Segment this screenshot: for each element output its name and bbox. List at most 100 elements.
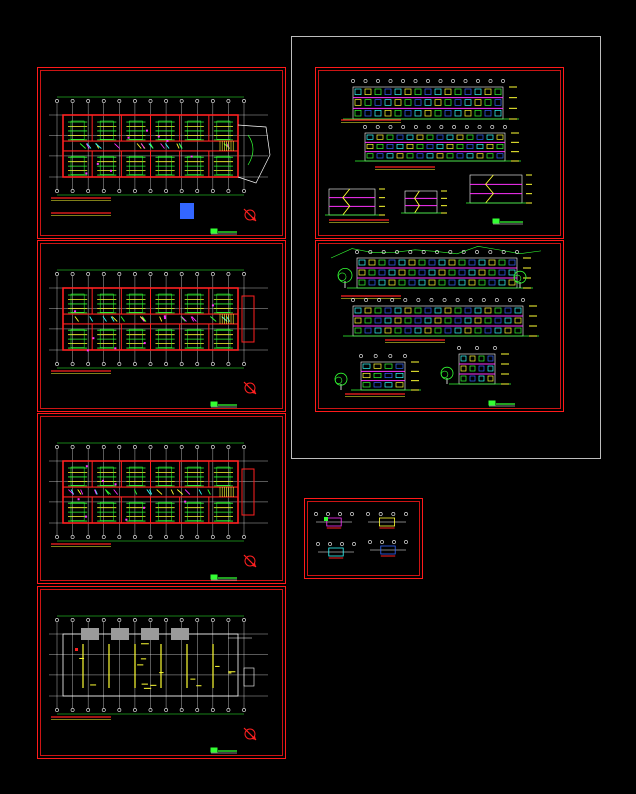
equipment-marker — [114, 347, 117, 350]
window — [488, 279, 496, 286]
grid-bubble — [408, 250, 413, 254]
window — [438, 259, 446, 266]
window — [364, 307, 372, 314]
grid-bubble — [179, 189, 184, 193]
grid-bubble — [521, 298, 525, 302]
corridor-annotation — [184, 489, 191, 495]
furniture-block — [70, 501, 85, 521]
window — [384, 99, 392, 106]
corridor-annotation — [77, 489, 82, 495]
window — [434, 327, 442, 334]
roof-annex-box — [243, 667, 255, 687]
sheet-outer-border — [37, 586, 286, 759]
furniture-block — [216, 501, 231, 521]
grid-bubble — [117, 445, 122, 449]
window — [394, 327, 402, 334]
window — [378, 279, 386, 286]
grid-bubbles — [55, 618, 246, 622]
window — [384, 88, 392, 96]
sheet-border-plan-2 — [37, 240, 286, 412]
grid-bubble — [148, 272, 153, 276]
window — [464, 109, 472, 117]
grid-bubble — [117, 99, 122, 103]
corridor-annotation — [146, 489, 151, 495]
north-arrow-icon — [243, 727, 257, 741]
grid-bubble — [179, 708, 184, 712]
corridor-annotation — [198, 489, 202, 495]
window — [354, 317, 362, 324]
background-hills — [330, 246, 542, 259]
north-arrow-icon — [243, 381, 257, 395]
sheet-inner-border — [307, 501, 420, 576]
window — [496, 153, 504, 159]
window — [504, 307, 512, 314]
window — [364, 317, 372, 324]
grid-bubble — [148, 189, 153, 193]
grid-bubble — [515, 250, 519, 254]
window — [386, 143, 394, 150]
rear-elevation — [355, 125, 521, 162]
grid-bubbles — [351, 298, 525, 302]
grid-bubble — [508, 298, 512, 302]
equipment-marker — [142, 506, 145, 509]
grid-bubbles — [55, 189, 246, 193]
grid-bubbles — [366, 512, 408, 516]
furniture-block — [129, 120, 143, 140]
grid-bubble — [226, 189, 231, 193]
window — [478, 375, 485, 382]
grid-bubble — [455, 298, 460, 302]
roof-mark-red — [75, 648, 78, 651]
roof-block — [141, 628, 159, 640]
grid-bubble — [376, 79, 380, 83]
window — [476, 143, 484, 150]
window — [424, 109, 432, 117]
plan-title-label — [51, 197, 111, 201]
title-block-icon — [210, 574, 237, 581]
grid-bubble — [164, 189, 168, 193]
window — [494, 88, 502, 96]
grid-bubble — [242, 272, 246, 276]
window — [386, 153, 394, 159]
grid-bubble — [242, 618, 246, 622]
window — [454, 327, 462, 334]
grid-bubble — [364, 298, 368, 302]
grid-bubble — [421, 250, 426, 254]
corridor-annotation — [149, 143, 154, 149]
window — [484, 88, 492, 96]
window — [486, 153, 494, 159]
furniture-block — [158, 120, 172, 140]
window — [428, 279, 436, 286]
grid-bubble — [195, 272, 200, 276]
grid-bubble — [476, 79, 480, 83]
window — [478, 259, 486, 266]
grid-bubble — [195, 708, 200, 712]
grid-bubbles — [55, 362, 246, 366]
window — [404, 88, 412, 96]
grid-bubbles — [355, 250, 519, 254]
window — [364, 88, 372, 96]
window — [496, 134, 504, 140]
corridor-annotation — [191, 316, 197, 322]
grid-bubble — [328, 542, 332, 546]
window — [488, 269, 496, 276]
window — [396, 153, 404, 159]
grid-bubble — [210, 362, 215, 366]
grid-bubble — [242, 445, 246, 449]
side-elevation-2 — [449, 346, 511, 385]
tree-canopy — [440, 366, 454, 380]
sheet-border-details — [304, 498, 423, 579]
grid-bubble — [413, 79, 418, 83]
detail-drawing — [314, 512, 354, 529]
window — [384, 363, 393, 369]
furniture-block — [129, 293, 143, 313]
detail-marker — [324, 517, 328, 521]
landscape-elevation-2 — [343, 298, 539, 337]
window — [464, 327, 472, 334]
entrance-ramp — [237, 124, 271, 184]
detail-sheet — [314, 512, 408, 559]
furniture-block — [70, 120, 85, 140]
window — [354, 109, 362, 117]
grid-bubble — [488, 79, 493, 83]
tree-icon — [337, 267, 353, 288]
equipment-marker — [96, 162, 99, 165]
